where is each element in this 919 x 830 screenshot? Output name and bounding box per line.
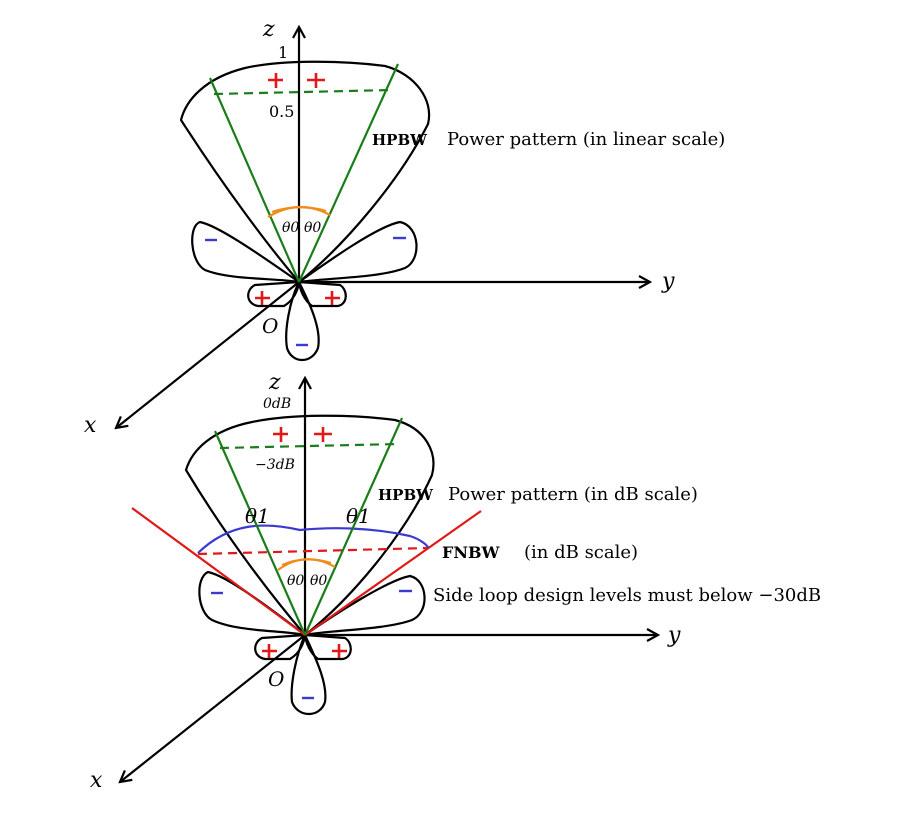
top-tick-1-label: 1 <box>278 43 288 62</box>
top-left-small-lobe <box>247 280 301 308</box>
bottom-x-axis-label: x <box>90 768 103 793</box>
bottom-fnbw-arc <box>197 524 430 554</box>
top-right-small-lobe <box>297 280 347 308</box>
top-main-lobe-plus-sign-right <box>307 73 325 88</box>
bottom-right-small-lobe <box>303 633 352 661</box>
top-left-side-lobe <box>191 220 301 284</box>
bottom-left-small-lobe <box>254 633 307 661</box>
bottom-pattern-diagram: z y x O 0dB −3dB θ1 θ1 θ0 θ0 HPBW Power … <box>90 370 821 793</box>
top-z-axis-label: z <box>262 17 275 42</box>
bottom-side-lobe-note: Side loop design levels must below −30dB <box>433 585 821 606</box>
bottom-tick-minus3db-label: −3dB <box>255 457 295 473</box>
bottom-x-axis <box>120 634 306 782</box>
top-theta0-left-label: θ0 <box>282 220 299 236</box>
bottom-theta1-left-label: θ1 <box>245 504 270 528</box>
bottom-origin-label: O <box>268 667 284 691</box>
bottom-hpbw-line-left <box>213 430 307 636</box>
bottom-fnbw-level-line <box>197 546 429 556</box>
bottom-main-lobe-plus-sign-right <box>314 427 332 442</box>
bottom-theta1-right-label: θ1 <box>346 504 371 528</box>
bottom-theta0-left-label: θ0 <box>287 573 304 589</box>
top-right-side-lobe <box>297 220 418 284</box>
top-half-power-level-line <box>213 88 393 96</box>
bottom-main-lobe-plus-sign-left <box>273 427 288 442</box>
bottom-right-small-lobe-plus-sign <box>332 644 347 658</box>
bottom-tick-0db-label: 0dB <box>263 396 291 412</box>
top-y-axis-label: y <box>661 269 675 294</box>
bottom-half-power-level-line <box>219 442 399 450</box>
top-main-lobe <box>179 60 431 284</box>
top-tick-0.5-label: 0.5 <box>269 102 294 121</box>
top-hpbw-line-left <box>208 77 301 283</box>
bottom-hpbw-label: HPBW <box>378 486 434 504</box>
top-origin-label: O <box>262 314 278 338</box>
bottom-main-lobe <box>184 414 435 637</box>
bottom-theta-arc-inner <box>281 558 332 567</box>
top-right-small-lobe-plus-sign <box>325 291 340 305</box>
bottom-fnbw-caption: (in dB scale) <box>524 542 638 563</box>
top-pattern-caption: Power pattern (in linear scale) <box>447 129 725 150</box>
top-left-small-lobe-plus-sign <box>255 291 270 305</box>
bottom-theta0-right-label: θ0 <box>310 573 327 589</box>
top-main-lobe-plus-sign-left <box>268 73 283 88</box>
bottom-fnbw-line-left <box>131 507 306 636</box>
top-theta0-right-label: θ0 <box>304 220 321 236</box>
top-back-lobe <box>285 280 320 362</box>
top-theta-arc-inner <box>271 206 327 214</box>
bottom-fnbw-label: FNBW <box>442 543 501 562</box>
top-pattern-diagram: z y x O 1 0.5 θ0 θ0 HPBW Power pattern (… <box>84 17 725 438</box>
bottom-y-axis-label: y <box>667 623 681 648</box>
top-x-axis-label: x <box>84 413 97 438</box>
bottom-fnbw-line-right <box>304 510 482 636</box>
bottom-z-axis-label: z <box>268 370 281 395</box>
top-hpbw-label: HPBW <box>372 131 428 149</box>
bottom-pattern-caption: Power pattern (in dB scale) <box>448 484 698 505</box>
top-hpbw-line-right <box>297 63 400 283</box>
bottom-hpbw-line-right <box>303 417 404 636</box>
bottom-left-small-lobe-plus-sign <box>262 644 277 658</box>
bottom-back-lobe <box>290 633 327 716</box>
bottom-right-side-lobe <box>303 574 426 637</box>
